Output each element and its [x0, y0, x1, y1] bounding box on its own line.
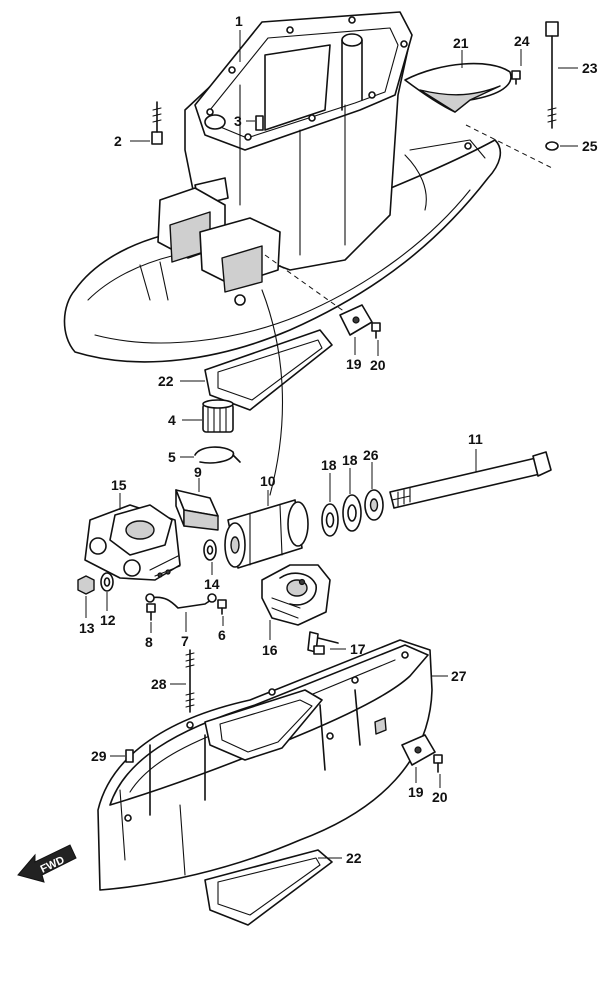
callout-28: 28	[151, 676, 167, 692]
washer-14	[203, 539, 217, 575]
stud-28	[170, 649, 195, 713]
callout-27: 27	[451, 668, 467, 684]
mount-cover-16	[261, 564, 331, 640]
seal-22-lower	[204, 849, 342, 926]
callout-4: 4	[168, 412, 176, 428]
callout-20-lower: 20	[432, 789, 448, 805]
mount-bracket-15	[84, 493, 181, 581]
pad-9	[175, 478, 219, 531]
long-bolt-23	[545, 21, 578, 129]
driveshaft-housing-upper	[63, 11, 502, 363]
mount-19-lower	[401, 734, 436, 783]
callout-1: 1	[235, 13, 243, 29]
callout-11: 11	[468, 431, 483, 447]
nut-13	[77, 575, 95, 618]
callout-5: 5	[168, 449, 176, 465]
bolt-2	[130, 101, 163, 145]
callout-15: 15	[111, 477, 127, 493]
callout-23: 23	[582, 60, 598, 76]
callout-14: 14	[204, 576, 220, 592]
wire-7	[145, 593, 217, 632]
callout-12: 12	[100, 612, 116, 628]
callout-13: 13	[79, 620, 95, 636]
screw-8	[146, 603, 156, 633]
long-bolt-11	[389, 449, 552, 509]
bolt-17	[307, 631, 346, 655]
cover-21	[404, 50, 512, 113]
callout-labels: 1 2 3 4 5 6 7 8 9 10 11 12 13 14 15 16 1…	[79, 13, 598, 866]
seal-22-upper	[180, 329, 333, 411]
screw-6	[217, 599, 227, 626]
clip-5	[180, 446, 241, 464]
callout-2: 2	[114, 133, 122, 149]
callout-22-upper: 22	[158, 373, 174, 389]
callout-10: 10	[260, 473, 276, 489]
washer-12	[100, 572, 114, 611]
fwd-label: FWD	[39, 854, 67, 875]
washer-25	[545, 141, 578, 151]
mount-4	[182, 399, 234, 433]
callout-21: 21	[453, 35, 469, 51]
washer-26	[364, 462, 384, 521]
callout-25: 25	[582, 138, 598, 154]
driveshaft-housing-lower	[97, 639, 448, 891]
callout-3: 3	[234, 113, 242, 129]
bolt-20-lower	[433, 754, 443, 788]
dowel-29	[110, 749, 134, 763]
callout-6: 6	[218, 627, 226, 643]
callout-9: 9	[194, 464, 202, 480]
callout-7: 7	[181, 633, 189, 649]
callout-24: 24	[514, 33, 530, 49]
callout-17: 17	[350, 641, 366, 657]
callout-18b: 18	[342, 452, 358, 468]
screw-24	[511, 49, 522, 85]
callout-18a: 18	[321, 457, 337, 473]
mount-19-upper	[339, 304, 373, 355]
callout-26: 26	[363, 447, 379, 463]
callout-20-upper: 20	[370, 357, 386, 373]
bolt-20-upper	[371, 322, 381, 356]
rubber-mount-10	[224, 490, 309, 569]
callout-8: 8	[145, 634, 153, 650]
dowel-3	[246, 115, 264, 131]
washer-18a	[321, 473, 339, 537]
callout-19-lower: 19	[408, 784, 424, 800]
callout-19-upper: 19	[346, 356, 362, 372]
forward-arrow-icon: FWD	[17, 844, 77, 883]
callout-22-lower: 22	[346, 850, 362, 866]
washer-18b	[342, 468, 362, 532]
callout-29: 29	[91, 748, 107, 764]
callout-16: 16	[262, 642, 278, 658]
